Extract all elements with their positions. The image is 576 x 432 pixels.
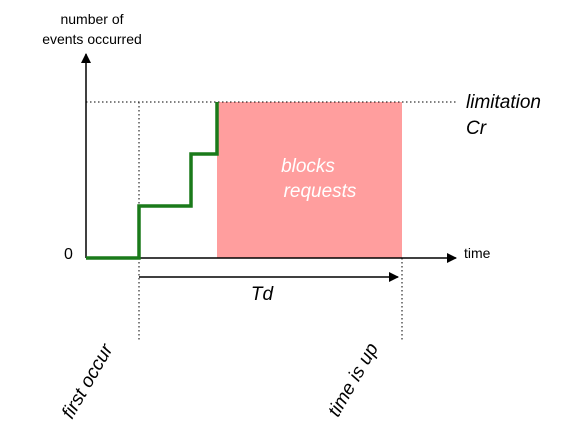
- first-occur-label: first occur: [58, 340, 118, 422]
- block-label-line1: blocks: [281, 156, 335, 177]
- y-axis-label-line2: events occurred: [42, 31, 142, 47]
- block-label-line2: requests: [284, 181, 357, 202]
- x-axis-label: time: [464, 245, 491, 261]
- duration-label: Td: [251, 284, 275, 305]
- y-axis-label-line1: number of: [60, 11, 123, 27]
- time-up-label: time is up: [324, 340, 383, 421]
- origin-label: 0: [64, 246, 73, 263]
- limit-label-line2: Cr: [466, 118, 487, 139]
- block-region: [217, 102, 402, 258]
- event-count-step-line: [86, 102, 219, 260]
- limit-label-line1: limitation: [466, 92, 541, 113]
